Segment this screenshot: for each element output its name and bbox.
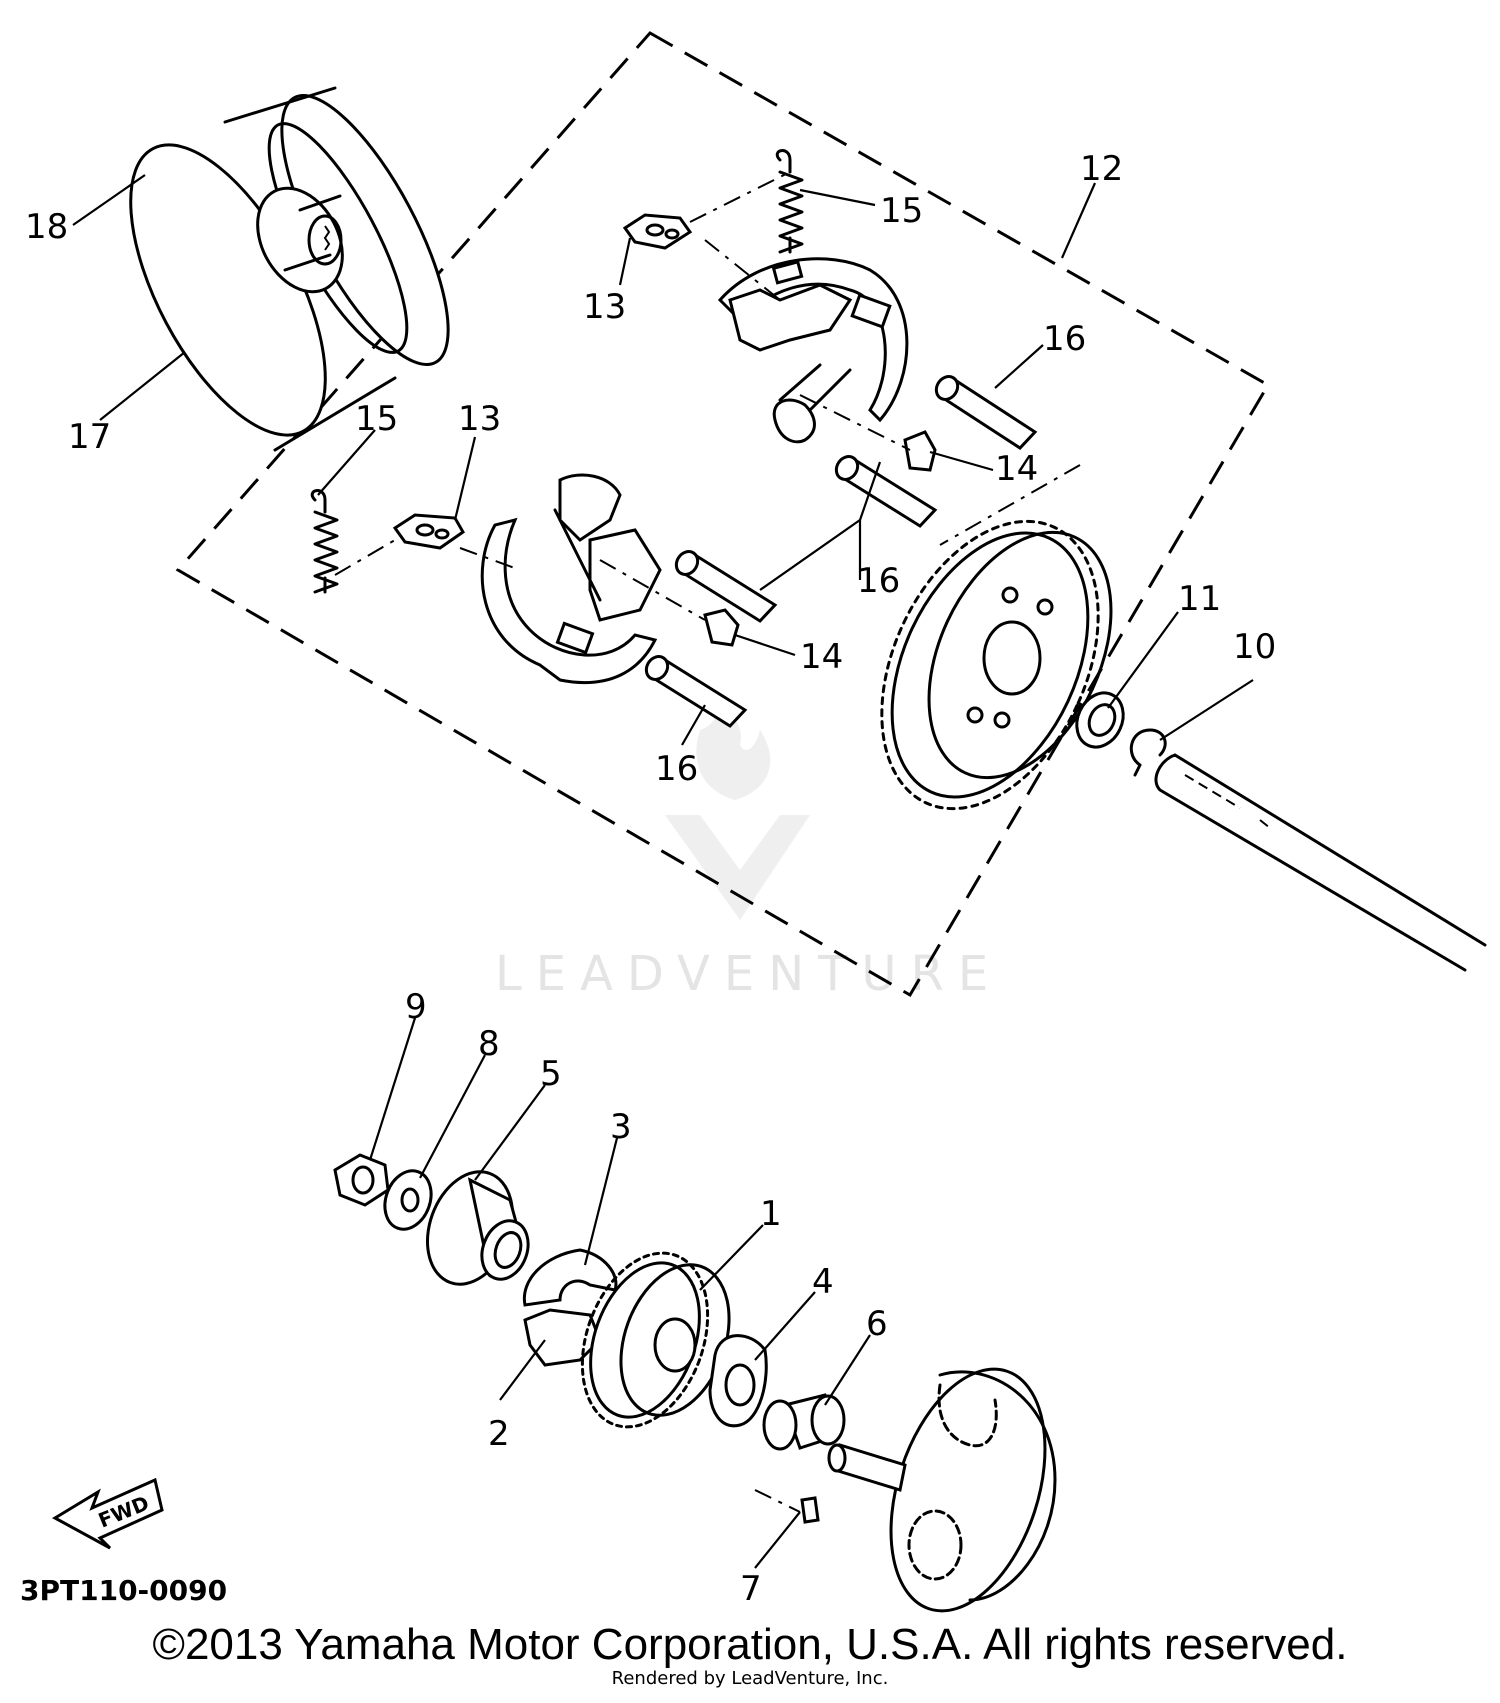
part-label-18: 18: [25, 207, 68, 247]
rendered-by-credit: Rendered by LeadVenture, Inc.: [611, 1668, 889, 1689]
alignment-lines: [334, 171, 1081, 1513]
part-label-16-bottom: 16: [655, 749, 698, 789]
part-label-11: 11: [1178, 579, 1221, 619]
part-label-15-upper: 15: [880, 191, 923, 231]
part-label-6: 6: [866, 1304, 888, 1344]
part-label-16-middle: 16: [857, 561, 900, 601]
part-number-labels: 18 17 12 15 13 16 14 15 13 16 14 16 11 1…: [25, 149, 1276, 1609]
part-label-13-upper: 13: [583, 287, 626, 327]
part-label-12: 12: [1080, 149, 1123, 189]
part-label-17: 17: [68, 417, 111, 457]
nut-14-upper: [903, 430, 937, 472]
nut-14-lower: [703, 608, 740, 647]
clutch-housing-17: [129, 86, 450, 452]
cam-2: [523, 1308, 602, 1367]
part-label-15-lower: 15: [355, 399, 398, 439]
clutch-shoe-upper: [717, 257, 909, 444]
pin-16-lower-left: [674, 550, 778, 623]
spring-15-lower: [310, 489, 339, 594]
circlip-10: [1129, 728, 1167, 777]
cam-3: [522, 1248, 618, 1307]
part-label-4: 4: [812, 1262, 834, 1302]
part-label-5: 5: [540, 1054, 562, 1094]
clutch-carrier-gear: [880, 519, 1113, 811]
part-label-14-upper: 14: [995, 449, 1038, 489]
pin-16-middle: [834, 455, 938, 528]
nut-9: [333, 1153, 390, 1207]
clutch-assembly-outline: [175, 31, 1271, 998]
pin-16-bottom: [644, 655, 748, 728]
plate-13-lower: [392, 513, 465, 550]
plate-4: [708, 1334, 768, 1428]
part-label-3: 3: [610, 1107, 632, 1147]
part-label-1: 1: [760, 1194, 782, 1234]
part-label-8: 8: [478, 1024, 500, 1064]
collar-6: [762, 1393, 846, 1451]
leader-lines: [72, 174, 1254, 1569]
part-label-16-upper: 16: [1043, 319, 1086, 359]
plate-13-upper: [622, 213, 693, 250]
washer-8: [383, 1169, 433, 1231]
part-label-2: 2: [488, 1414, 510, 1454]
spring-15-upper: [775, 149, 804, 254]
primary-shaft: [1154, 753, 1487, 972]
part-label-9: 9: [405, 987, 427, 1027]
pin-16-upper: [934, 375, 1038, 450]
diagram-code: 3PT110-0090: [20, 1574, 228, 1607]
clutch-shoe-lower: [480, 473, 662, 685]
part-label-14-lower: 14: [800, 637, 843, 677]
part-label-13-lower: 13: [458, 399, 501, 439]
watermark-text: LEADVENTURE: [495, 946, 1002, 1002]
hub-5: [425, 1170, 530, 1286]
part-label-10: 10: [1233, 627, 1276, 667]
washer-11: [1075, 691, 1125, 749]
key-7: [800, 1496, 820, 1524]
copyright-notice: ©2013 Yamaha Motor Corporation, U.S.A. A…: [152, 1620, 1348, 1669]
part-label-7: 7: [740, 1569, 762, 1609]
drive-plate: [827, 1367, 1057, 1613]
fwd-arrow-icon: FWD: [51, 1477, 164, 1550]
